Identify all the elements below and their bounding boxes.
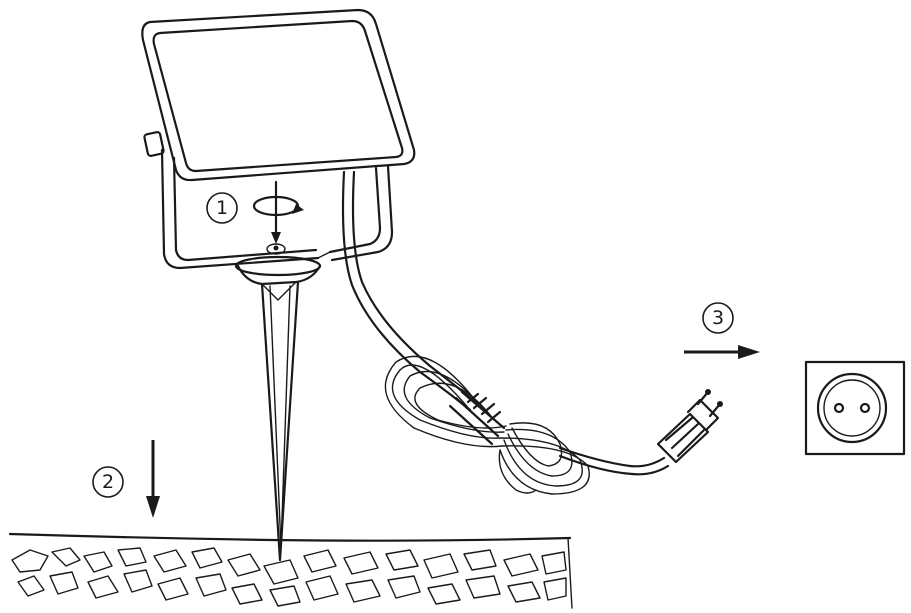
step-2-marker: 2 — [92, 466, 124, 498]
right-arrow-icon — [684, 345, 760, 359]
ground-stake — [234, 243, 322, 562]
wall-socket-icon — [804, 360, 906, 456]
step-3-number: 3 — [712, 307, 724, 329]
step-1-number: 1 — [216, 197, 228, 219]
ground-stones — [11, 547, 567, 607]
mounting-bracket — [143, 131, 394, 270]
power-cable — [341, 170, 480, 412]
floodlight-head — [141, 8, 416, 182]
ground — [8, 532, 573, 609]
plug-icon — [656, 389, 723, 464]
cable-coil — [384, 355, 590, 495]
screw-tighten-icon — [252, 180, 304, 244]
step-2-number: 2 — [102, 471, 114, 493]
step-1-marker: 1 — [206, 192, 238, 224]
down-arrow-icon — [146, 440, 160, 518]
step-3-marker: 3 — [702, 302, 734, 334]
cable-to-plug — [558, 446, 670, 476]
